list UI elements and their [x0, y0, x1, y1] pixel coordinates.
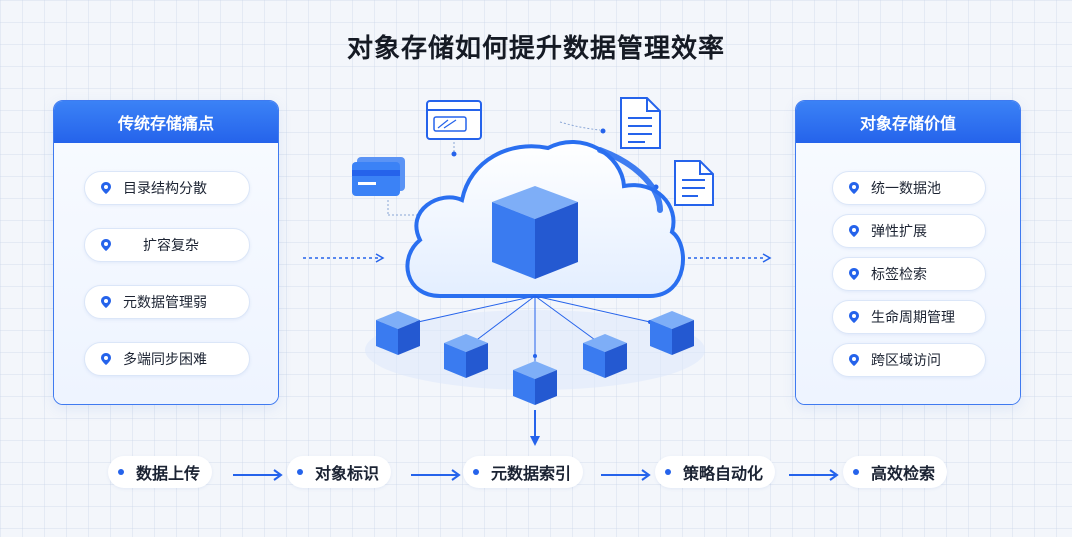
- connector-lines: [417, 295, 651, 362]
- bullet-dot-icon: [297, 469, 303, 475]
- pain-point-label: 目录结构分散: [123, 181, 207, 197]
- location-pin-icon: [101, 353, 111, 365]
- location-pin-icon: [101, 182, 111, 194]
- flow-step: 数据上传: [108, 456, 213, 488]
- object-cube: [583, 334, 627, 378]
- value-header: 对象存储价值: [796, 101, 1020, 143]
- flow-step-label: 元数据索引: [491, 464, 572, 483]
- pain-point-label: 多端同步困难: [123, 352, 207, 368]
- card-icon: [352, 157, 430, 216]
- pain-points-header: 传统存储痛点: [54, 101, 278, 143]
- object-cube: [444, 334, 488, 378]
- location-pin-icon: [849, 268, 859, 280]
- value-panel: 对象存储价值 统一数据池 弹性扩展 标签检索 生命周期管理 跨区域访问: [795, 100, 1021, 405]
- document-icon: [559, 97, 661, 149]
- value-item: 统一数据池: [832, 171, 986, 205]
- pain-point-item: 元数据管理弱: [84, 285, 250, 319]
- pain-point-label: 元数据管理弱: [123, 295, 207, 311]
- flow-step-label: 数据上传: [136, 464, 201, 483]
- value-item: 生命周期管理: [832, 300, 986, 334]
- pain-point-item: 多端同步困难: [84, 342, 250, 376]
- flow-step: 高效检索: [843, 456, 948, 488]
- object-cube: [376, 311, 420, 355]
- value-label: 统一数据池: [871, 181, 941, 197]
- location-pin-icon: [101, 296, 111, 308]
- pain-points-panel: 传统存储痛点 目录结构分散 扩容复杂 元数据管理弱 多端同步困难: [53, 100, 279, 405]
- flow-step-label: 对象标识: [315, 464, 380, 483]
- location-pin-icon: [849, 311, 859, 323]
- location-pin-icon: [849, 225, 859, 237]
- location-pin-icon: [849, 182, 859, 194]
- input-arrow: [303, 253, 385, 263]
- pain-point-item: 目录结构分散: [84, 171, 250, 205]
- value-list: 统一数据池 弹性扩展 标签检索 生命周期管理 跨区域访问: [796, 143, 1020, 404]
- object-cube: [650, 311, 694, 355]
- process-flow: 数据上传 对象标识 元数据索引 策略自动化 高效检索: [0, 452, 1072, 492]
- value-label: 生命周期管理: [871, 310, 955, 326]
- value-label: 跨区域访问: [871, 353, 941, 369]
- value-item: 跨区域访问: [832, 343, 986, 377]
- bullet-dot-icon: [118, 469, 124, 475]
- location-pin-icon: [101, 239, 111, 251]
- bullet-dot-icon: [665, 469, 671, 475]
- location-pin-icon: [849, 354, 859, 366]
- flow-step: 对象标识: [287, 456, 392, 488]
- pain-point-item: 扩容复杂: [84, 228, 250, 262]
- value-item: 弹性扩展: [832, 214, 986, 248]
- flow-step: 策略自动化: [655, 456, 776, 488]
- flow-step-label: 策略自动化: [683, 464, 764, 483]
- value-label: 标签检索: [871, 267, 927, 283]
- central-object-cube: [492, 186, 578, 279]
- flow-step: 元数据索引: [463, 456, 584, 488]
- page-title: 对象存储如何提升数据管理效率: [346, 34, 725, 64]
- pain-points-list: 目录结构分散 扩容复杂 元数据管理弱 多端同步困难: [54, 143, 278, 404]
- bullet-dot-icon: [853, 469, 859, 475]
- value-item: 标签检索: [832, 257, 986, 291]
- flow-arrows: [233, 469, 839, 481]
- value-label: 弹性扩展: [871, 224, 927, 240]
- output-arrow: [688, 253, 772, 263]
- down-arrow: [530, 410, 540, 446]
- browser-window-icon: [426, 100, 482, 157]
- pain-point-label: 扩容复杂: [143, 238, 199, 254]
- object-cube: [513, 361, 557, 405]
- flow-step-label: 高效检索: [871, 464, 936, 483]
- bullet-dot-icon: [473, 469, 479, 475]
